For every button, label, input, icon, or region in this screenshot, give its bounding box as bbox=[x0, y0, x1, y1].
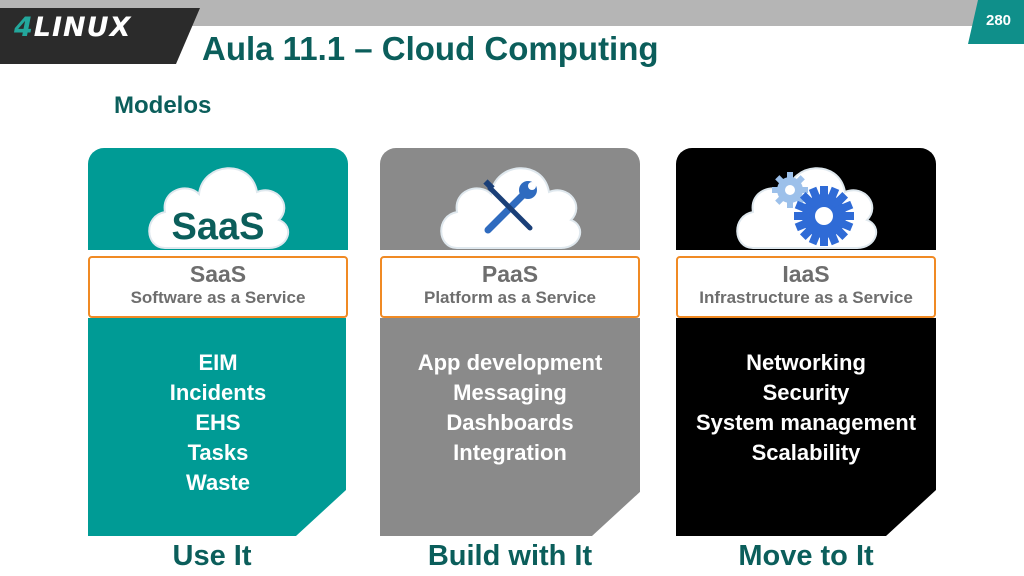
list-item: Waste bbox=[186, 470, 250, 495]
logo-background bbox=[0, 8, 200, 64]
saas-abbr: SaaS bbox=[189, 261, 247, 287]
iaas-full-name: Infrastructure as a Service bbox=[699, 288, 913, 307]
logo: 4LINUX bbox=[14, 12, 132, 43]
paas-items: App development Messaging Dashboards Int… bbox=[380, 348, 640, 468]
saas-column: SaaS SaaS Software as a Service EIM Inci… bbox=[88, 148, 348, 540]
saas-full-name: Software as a Service bbox=[130, 288, 306, 307]
list-item: Tasks bbox=[187, 440, 249, 465]
paas-column: PaaS Platform as a Service App developme… bbox=[380, 148, 640, 540]
section-subtitle: Modelos bbox=[114, 92, 212, 119]
paas-full-name: Platform as a Service bbox=[424, 288, 596, 307]
list-item: Security bbox=[762, 380, 850, 405]
cloud-icon bbox=[148, 167, 290, 249]
page-number: 280 bbox=[986, 12, 1012, 29]
saas-footer: Use It bbox=[172, 540, 252, 572]
paas-footer: Build with It bbox=[427, 540, 593, 572]
paas-body-panel bbox=[380, 318, 640, 536]
list-item: App development bbox=[417, 350, 603, 375]
iaas-column: IaaS Infrastructure as a Service Network… bbox=[676, 148, 936, 540]
iaas-body-panel bbox=[676, 318, 936, 536]
iaas-items: Networking Security System management Sc… bbox=[676, 348, 936, 468]
list-item: Integration bbox=[453, 440, 567, 465]
list-item: Scalability bbox=[751, 440, 861, 465]
wrench-screwdriver-icon bbox=[483, 179, 537, 234]
iaas-label-box: IaaS Infrastructure as a Service bbox=[676, 256, 936, 318]
page-title: Aula 11.1 – Cloud Computing bbox=[202, 30, 659, 67]
list-item: Incidents bbox=[169, 380, 267, 405]
iaas-footer: Move to It bbox=[738, 540, 874, 572]
list-item: EIM bbox=[198, 350, 238, 375]
saas-items: EIM Incidents EHS Tasks Waste bbox=[88, 348, 348, 498]
list-item: System management bbox=[695, 410, 917, 435]
list-item: Networking bbox=[746, 350, 866, 375]
iaas-abbr: IaaS bbox=[782, 261, 830, 287]
gears-icon bbox=[772, 172, 854, 246]
list-item: Messaging bbox=[453, 380, 567, 405]
list-item: Dashboards bbox=[446, 410, 574, 435]
saas-body-panel bbox=[88, 318, 346, 536]
paas-label-box: PaaS Platform as a Service bbox=[380, 256, 640, 318]
saas-label-box: SaaS Software as a Service bbox=[88, 256, 348, 318]
saas-cloud-label: SaaS bbox=[171, 206, 265, 248]
list-item: EHS bbox=[195, 410, 241, 435]
paas-abbr: PaaS bbox=[481, 261, 539, 287]
page-number-badge bbox=[968, 0, 1024, 44]
